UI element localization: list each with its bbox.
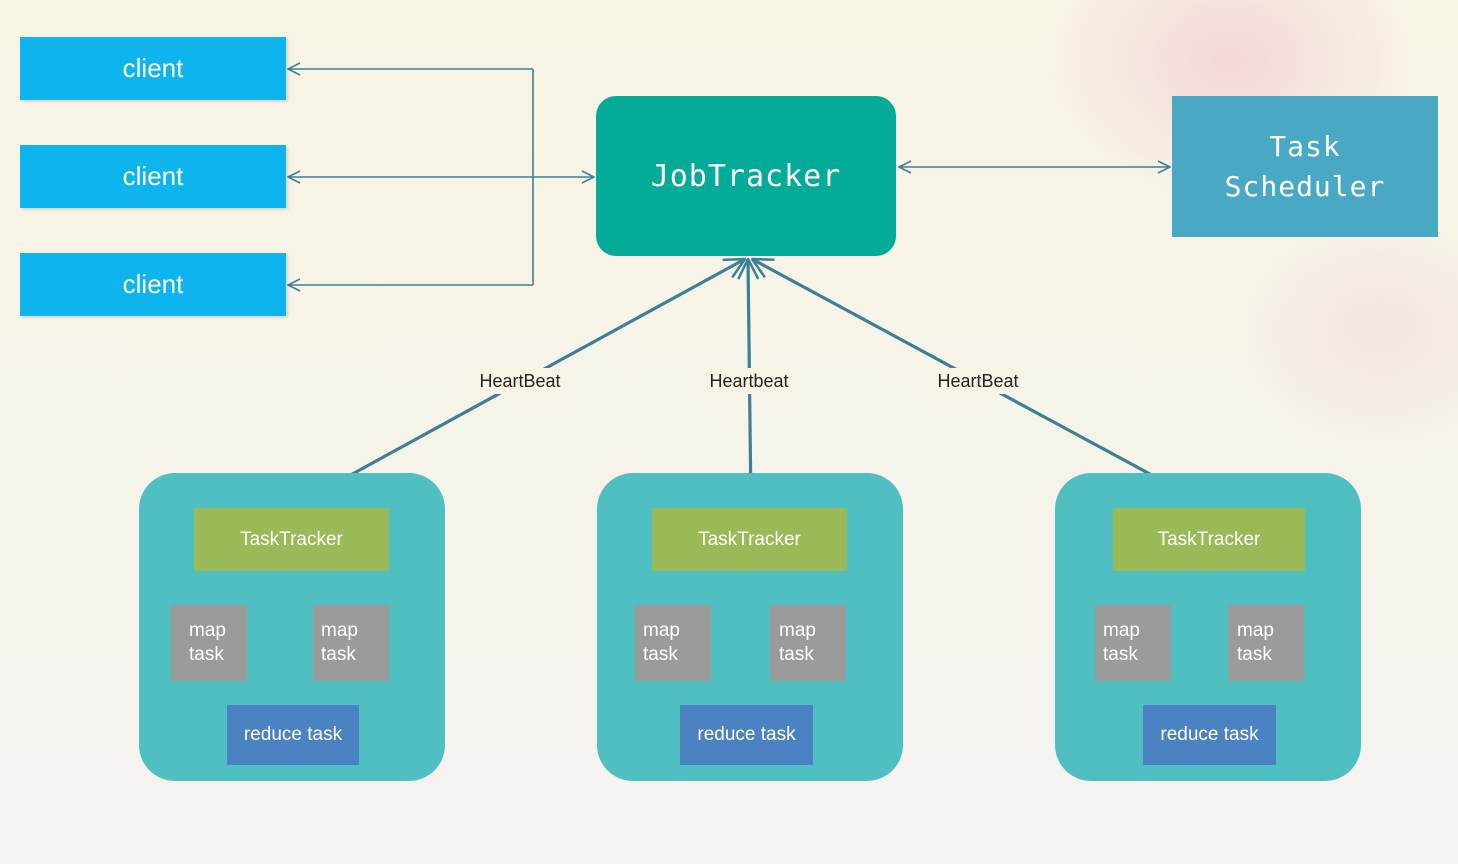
client-label: client [122, 53, 184, 83]
map-task-box: map task [171, 605, 247, 681]
heartbeat-label-left: HeartBeat [477, 368, 563, 394]
map-task-label-line1: map [1103, 620, 1140, 641]
reduce-task-label: reduce task [697, 724, 796, 745]
map-task-box: map task [313, 605, 389, 681]
map-task-label-line2: task [643, 644, 678, 665]
map-task-label-line1: map [189, 620, 226, 641]
tasktracker-label: TaskTracker [1157, 528, 1261, 550]
map-task-label-line1: map [779, 620, 816, 641]
heartbeat-label-middle: Heartbeat [707, 368, 791, 394]
client-box-1: client [20, 37, 286, 100]
reduce-task-box: reduce task [1143, 705, 1276, 765]
map-task-label-line2: task [1237, 644, 1272, 665]
tasktracker-box-1: TaskTracker [194, 508, 389, 571]
client-label: client [122, 161, 184, 191]
tasktracker-box-2: TaskTracker [652, 508, 847, 571]
reduce-task-label: reduce task [243, 724, 343, 745]
client-box-3: client [20, 253, 286, 316]
client-box-2: client [20, 145, 286, 208]
tasktracker-label: TaskTracker [240, 528, 343, 550]
map-task-label-line2: task [321, 644, 356, 665]
jobtracker-box: JobTracker [596, 96, 896, 256]
map-task-box: map task [1228, 605, 1304, 681]
task-scheduler-box: Task Scheduler [1172, 96, 1438, 237]
map-task-label-line1: map [1237, 620, 1274, 641]
map-task-box: map task [770, 605, 846, 681]
jobtracker-label: JobTracker [650, 158, 842, 194]
map-task-box: map task [635, 605, 711, 681]
reduce-task-box: reduce task [227, 705, 359, 765]
scheduler-label-line2: Scheduler [1224, 169, 1386, 203]
map-task-label-line1: map [643, 620, 680, 641]
reduce-task-box: reduce task [680, 705, 813, 765]
heartbeat-label-right: HeartBeat [935, 368, 1021, 394]
map-task-label-line2: task [189, 644, 224, 665]
client-label: client [122, 269, 184, 299]
tasktracker-label: TaskTracker [698, 528, 801, 550]
scheduler-label-line1: Task [1269, 129, 1341, 163]
map-task-label-line1: map [321, 620, 358, 641]
reduce-task-label: reduce task [1160, 724, 1259, 745]
tasktracker-box-3: TaskTracker [1113, 508, 1305, 571]
map-task-box: map task [1095, 605, 1171, 681]
map-task-label-line2: task [1103, 644, 1138, 665]
map-task-label-line2: task [779, 644, 814, 665]
